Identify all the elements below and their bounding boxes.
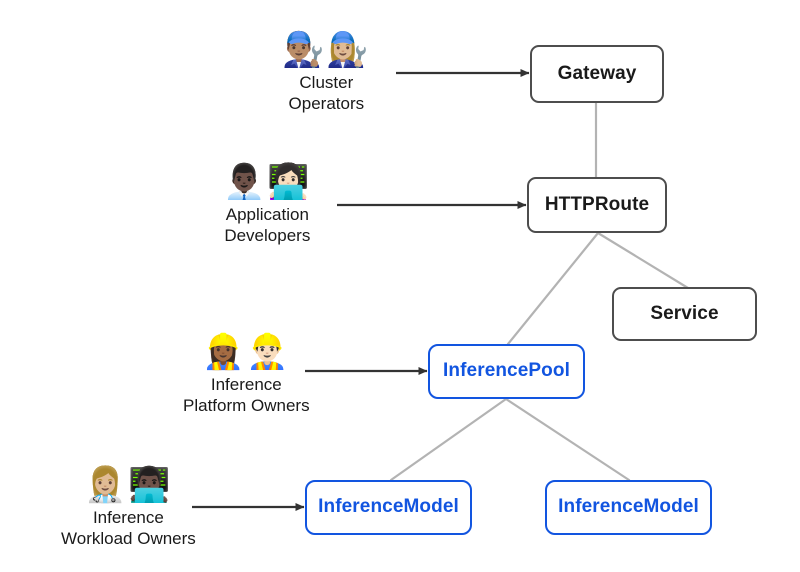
persona-caption-line: Developers — [224, 225, 311, 245]
relation-inferencepool-to-inferencemodel-right — [504, 397, 631, 482]
persona-caption-line: Workload Owners — [61, 528, 196, 548]
scientist-pair-emoji: 👩🏼‍⚕️👨🏿‍💻 — [84, 465, 173, 505]
persona-caption-line: Inference — [210, 375, 282, 394]
persona-caption-line: Application — [225, 205, 309, 224]
persona-caption-line: Operators — [288, 93, 365, 113]
persona-caption-line: Inference — [92, 508, 164, 527]
node-label-inferencepool: InferencePool — [443, 360, 570, 382]
node-label-httproute: HTTPRoute — [544, 193, 650, 215]
node-label-service: Service — [650, 302, 719, 324]
developer-pair-emoji: 👨🏿‍💼👩🏻‍💻 — [223, 162, 312, 202]
node-label-inferencemodel-left: InferenceModel — [318, 496, 459, 518]
relation-inferencepool-to-inferencemodel-left — [389, 397, 508, 482]
node-inferencemodel-left[interactable]: InferenceModel — [305, 480, 472, 535]
node-inferencepool[interactable]: InferencePool — [428, 344, 585, 399]
node-label-gateway: Gateway — [557, 62, 637, 84]
relation-httproute-to-inferencepool — [506, 231, 600, 346]
node-httproute[interactable]: HTTPRoute — [527, 177, 667, 233]
node-label-inferencemodel-right: InferenceModel — [558, 496, 699, 518]
persona-arrows — [192, 69, 530, 511]
persona-caption-line: Cluster — [299, 73, 354, 92]
persona-caption-line: Platform Owners — [183, 395, 310, 415]
construction-worker-pair-emoji: 👷🏾‍♀️👷🏻‍♂️ — [201, 332, 291, 372]
node-inferencemodel-right[interactable]: InferenceModel — [545, 480, 712, 535]
relation-httproute-to-service — [596, 231, 690, 290]
node-service[interactable]: Service — [612, 287, 757, 341]
mechanic-pair-emoji: 👨🏽‍🔧👩🏼‍🔧 — [282, 30, 371, 70]
node-gateway[interactable]: Gateway — [530, 45, 664, 103]
